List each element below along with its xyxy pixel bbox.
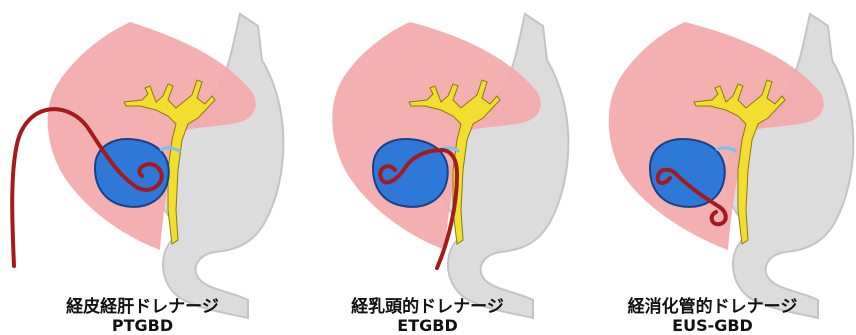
panel-etgbd: 経乳頭的ドレナージ ETGBD bbox=[285, 0, 570, 334]
panel-japanese-label: 経消化管的ドレナージ bbox=[570, 292, 855, 317]
panel-english-label: EUS-GBD bbox=[570, 316, 855, 335]
panel-eus-gbd: 経消化管的ドレナージ EUS-GBD bbox=[570, 0, 855, 334]
etgbd-illustration bbox=[285, 0, 570, 334]
ptgbd-illustration bbox=[0, 0, 285, 334]
panel-english-label: ETGBD bbox=[285, 316, 570, 335]
panel-english-label: PTGBD bbox=[0, 316, 285, 335]
panel-japanese-label: 経皮経肝ドレナージ bbox=[0, 292, 285, 317]
gallbladder bbox=[95, 139, 169, 207]
panel-ptgbd: 経皮経肝ドレナージ PTGBD bbox=[0, 0, 285, 334]
panel-japanese-label: 経乳頭的ドレナージ bbox=[285, 292, 570, 317]
eus-gbd-illustration bbox=[570, 0, 855, 334]
